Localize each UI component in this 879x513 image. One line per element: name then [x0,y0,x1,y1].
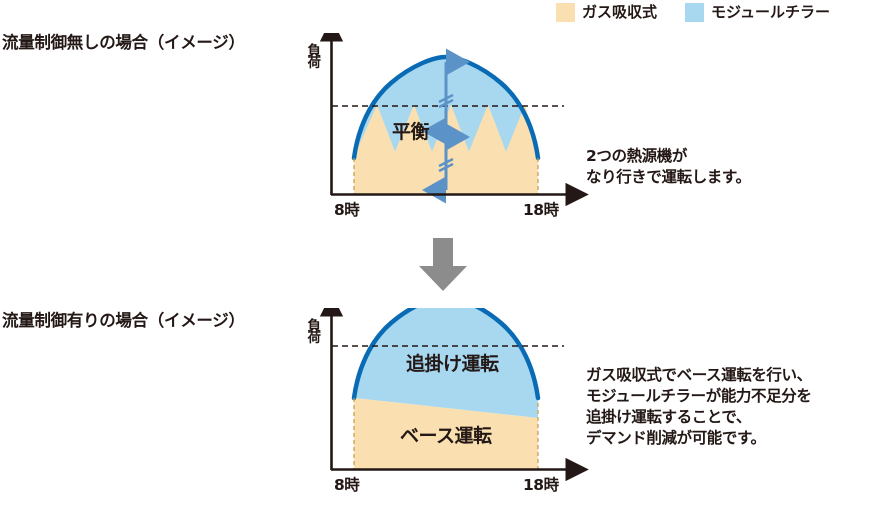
legend-swatch-gas-icon [556,2,575,22]
break-mark-upper-top [438,93,454,109]
note-no-flow-control: 2つの熱源機が なり行きで運転します。 [586,146,751,188]
chart-no-flow-control [296,33,596,233]
legend-item-chiller: モジュールチラー [685,2,830,22]
x-tick-end-bottom: 18時 [523,476,559,494]
region-label-chase-operation: 追掛け運転 [406,353,499,375]
legend-item-gas: ガス吸収式 [556,2,658,22]
chart-with-flow-control [296,308,596,508]
legend-label-gas: ガス吸収式 [582,2,658,21]
region-label-balance: 平衡 [392,121,430,143]
area-gas-base-bottom [354,398,538,470]
y-axis-label-bottom: 負荷 [307,318,322,347]
x-tick-end-top: 18時 [523,201,559,219]
region-label-base-operation: ベース運転 [400,425,492,447]
y-axis-label-top: 負荷 [307,43,322,72]
note-bottom-line-1: ガス吸収式でベース運転を行い、 [586,366,812,384]
legend-swatch-chiller-icon [685,2,705,22]
note-bottom-line-3: 追掛け運転することで、 [586,408,752,427]
area-chiller-bottom [354,308,538,418]
legend-label-chiller: モジュールチラー [711,2,830,21]
note-top-line-1: 2つの熱源機が [586,147,687,165]
section-title-with-flow-control: 流量制御有りの場合（イメージ） [2,311,245,330]
break-mark-lower-top [438,157,454,173]
note-top-line-2: なり行きで運転します。 [586,168,751,187]
note-bottom-line-4: デマンド削減が可能です。 [586,429,766,448]
chart-top-svg [319,33,589,207]
note-with-flow-control: ガス吸収式でベース運転を行い、 モジュールチラーが能力不足分を 追掛け運転するこ… [586,365,812,449]
x-tick-start-top: 8時 [334,201,360,219]
legend: ガス吸収式 モジュールチラー [556,0,830,24]
section-title-no-flow-control: 流量制御無しの場合（イメージ） [2,33,245,52]
arrow-down-icon [419,238,467,291]
note-bottom-line-2: モジュールチラーが能力不足分を [586,387,812,406]
chart-bottom-svg [319,308,589,482]
load-curve-bottom [351,308,541,401]
x-tick-start-bottom: 8時 [334,476,360,494]
